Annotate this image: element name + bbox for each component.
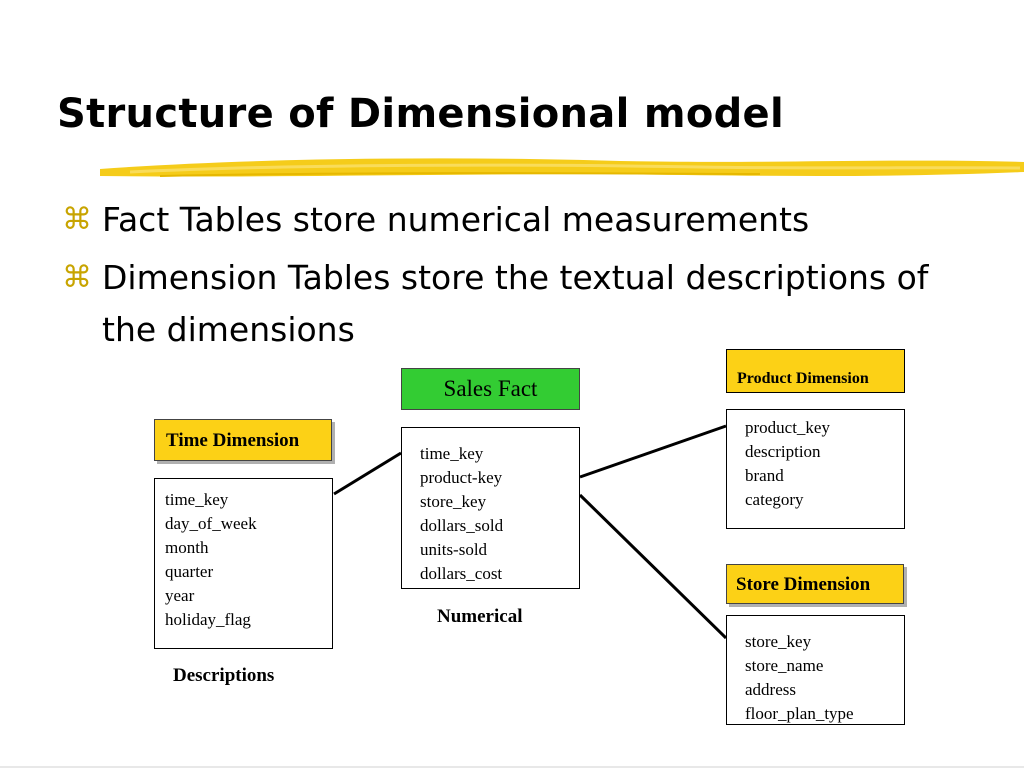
sales-fact-fields: time_key product-key store_key dollars_s…: [401, 427, 580, 589]
field-item: store_key: [745, 632, 812, 651]
sales-fact-header: Sales Fact: [401, 368, 580, 410]
store-dimension-fields: store_key store_name address floor_plan_…: [726, 615, 905, 725]
store-dimension-title: Store Dimension: [736, 574, 871, 595]
store-dimension-header: Store Dimension: [726, 564, 904, 604]
field-item: product-key: [420, 468, 503, 487]
time-dimension-title: Time Dimension: [166, 430, 300, 451]
connector-fact-store: [578, 493, 728, 640]
bullet-text: Dimension Tables store the textual descr…: [102, 258, 929, 349]
field-item: brand: [745, 466, 784, 485]
field-item: store_key: [420, 492, 487, 511]
field-item: store_name: [745, 656, 824, 675]
product-dimension-title: Product Dimension: [737, 370, 869, 387]
field-item: time_key: [420, 444, 484, 463]
bullet-item: ⌘ Dimension Tables store the textual des…: [62, 252, 962, 356]
field-item: day_of_week: [165, 514, 257, 533]
time-dimension-fields: time_key day_of_week month quarter year …: [154, 478, 333, 649]
field-item: time_key: [165, 490, 229, 509]
bullet-text: Fact Tables store numerical measurements: [102, 200, 810, 239]
field-item: units-sold: [420, 540, 488, 559]
descriptions-caption: Descriptions: [173, 665, 275, 686]
sales-fact-title: Sales Fact: [443, 376, 538, 401]
slide-title: Structure of Dimensional model: [57, 91, 784, 137]
product-dimension-fields: product_key description brand category: [726, 409, 905, 529]
command-key-icon: ⌘: [62, 260, 92, 295]
field-item: year: [165, 586, 195, 605]
numerical-caption: Numerical: [437, 606, 523, 627]
yellow-brush-stroke: [100, 158, 1024, 177]
field-item: floor_plan_type: [745, 704, 854, 723]
field-item: dollars_sold: [420, 516, 504, 535]
field-item: month: [165, 538, 209, 557]
product-dimension-header: Product Dimension: [726, 349, 905, 393]
field-item: dollars_cost: [420, 564, 503, 583]
field-item: quarter: [165, 562, 214, 581]
field-item: category: [745, 490, 804, 509]
connector-fact-product: [579, 424, 727, 479]
time-dimension-header: Time Dimension: [154, 419, 332, 461]
field-item: holiday_flag: [165, 610, 251, 629]
field-item: description: [745, 442, 821, 461]
footer-divider: [0, 766, 1024, 768]
bullet-item: ⌘ Fact Tables store numerical measuremen…: [62, 194, 962, 246]
command-key-icon: ⌘: [62, 202, 92, 237]
field-item: address: [745, 680, 796, 699]
field-item: product_key: [745, 418, 830, 437]
connector-time-fact: [333, 451, 402, 496]
